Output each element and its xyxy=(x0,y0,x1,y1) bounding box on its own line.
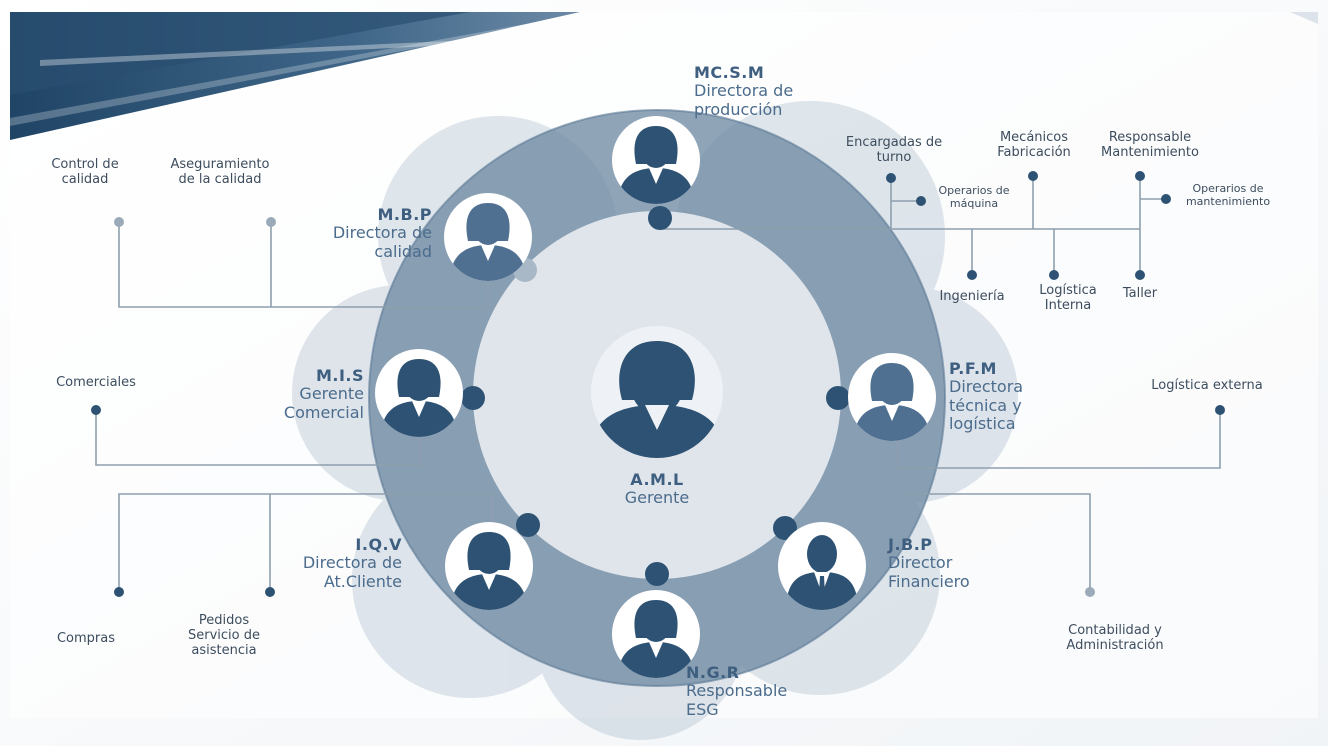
woman-avatar-icon xyxy=(618,600,694,678)
member-initials: P.F.M xyxy=(949,359,997,378)
decorative-banner xyxy=(10,12,1318,140)
dept-pedidos: Pedidos Servicio de asistencia xyxy=(188,613,260,658)
dept-contabilidad: Contabilidad y Administración xyxy=(1066,623,1164,653)
center-initials: A.M.L xyxy=(630,470,684,489)
member-initials: M.B.P xyxy=(377,205,432,224)
member-ngr: N.G.R Responsable ESG xyxy=(686,663,816,719)
dept-comerciales: Comerciales xyxy=(56,375,136,390)
connector-dots-light xyxy=(114,217,1095,597)
woman-avatar-icon xyxy=(451,532,527,610)
dept-control-calidad: Control de calidad xyxy=(51,157,119,187)
avatar-mcsm xyxy=(612,116,700,204)
member-role-line: Directora de xyxy=(694,81,794,101)
woman-avatar-icon xyxy=(381,359,457,437)
member-jbp: J.B.P Director Financiero xyxy=(888,535,1008,591)
member-role-line: Responsable xyxy=(686,681,788,701)
avatar-mis xyxy=(375,349,463,437)
dept-mecanicos: Mecánicos Fabricación xyxy=(997,130,1071,160)
dept-compras: Compras xyxy=(56,631,116,646)
avatar-iqv xyxy=(445,522,533,610)
center-avatar xyxy=(591,326,723,458)
member-initials: MC.S.M xyxy=(694,63,765,82)
member-initials: I.Q.V xyxy=(355,535,402,554)
member-role-line: Directora de xyxy=(302,553,402,573)
member-mis: M.I.S Gerente Comercial xyxy=(262,366,364,422)
member-role-line: calidad xyxy=(374,241,432,261)
dept-responsable-mant: Responsable Mantenimiento xyxy=(1101,130,1199,160)
dept-operarios-maquina: Operarios de máquina xyxy=(938,184,1010,210)
connector-dots xyxy=(91,171,1225,597)
woman-avatar-icon xyxy=(450,203,526,281)
dept-logistica-interna: Logística Interna xyxy=(1039,283,1097,313)
member-mbp: M.B.P Directora de calidad xyxy=(290,205,432,261)
dept-encargadas: Encargadas de turno xyxy=(845,135,943,165)
member-initials: M.I.S xyxy=(315,366,364,385)
man-avatar-icon xyxy=(786,535,858,610)
center-role: Gerente xyxy=(624,488,690,508)
dept-logistica-externa: Logística externa xyxy=(1151,378,1263,393)
ring-dots xyxy=(461,206,850,586)
avatar-pfm xyxy=(848,353,936,441)
dept-taller: Taller xyxy=(1122,286,1158,301)
member-role-line: ESG xyxy=(686,699,719,719)
center-label: A.M.L Gerente xyxy=(590,470,724,508)
member-iqv: I.Q.V Directora de At.Cliente xyxy=(262,535,402,591)
member-role-line: At.Cliente xyxy=(323,571,402,591)
member-role-line: Gerente xyxy=(299,384,364,404)
woman-avatar-icon xyxy=(618,126,694,204)
avatar-mbp xyxy=(444,193,532,281)
member-role-line: Comercial xyxy=(283,402,364,422)
member-role-line: Financiero xyxy=(888,571,970,591)
dept-ingenieria: Ingeniería xyxy=(939,289,1005,304)
member-mcsm: MC.S.M Directora de producción xyxy=(694,63,844,119)
avatar-ngr xyxy=(612,590,700,678)
member-role-line: logística xyxy=(949,414,1016,434)
member-initials: N.G.R xyxy=(686,663,740,682)
member-role-line: Directora de xyxy=(332,223,432,243)
member-role-line: técnica y xyxy=(949,395,1022,415)
member-role-line: Director xyxy=(888,553,953,573)
woman-avatar-icon xyxy=(854,363,930,441)
avatar-jbp xyxy=(778,522,866,610)
dept-operarios-mant: Operarios de mantenimiento xyxy=(1185,182,1271,208)
member-pfm: P.F.M Directora técnica y logística xyxy=(949,359,1059,434)
member-role-line: producción xyxy=(694,99,783,119)
connector-lines xyxy=(95,176,1221,592)
member-role-line: Directora xyxy=(949,377,1024,397)
dept-aseguramiento: Aseguramiento de la calidad xyxy=(170,157,270,187)
member-initials: J.B.P xyxy=(888,535,933,554)
